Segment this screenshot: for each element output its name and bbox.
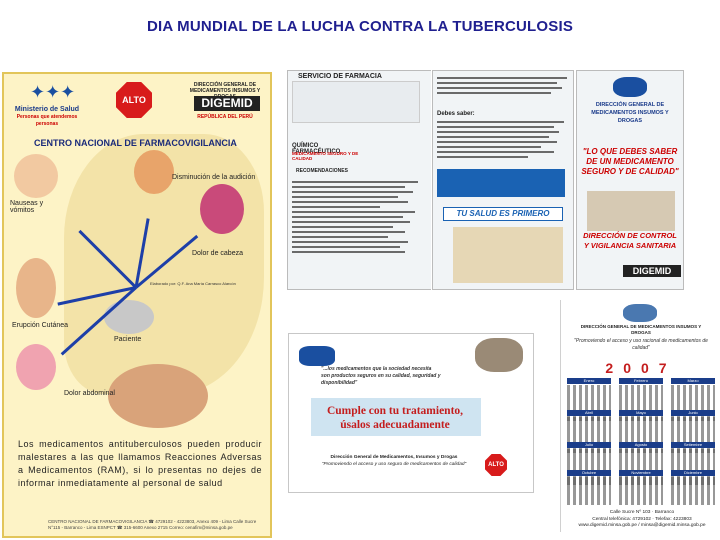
poster-fold [425,70,431,290]
label-abdominal: Dolor abdominal [64,390,115,397]
label-audicion: Disminución de la audición [172,174,256,181]
pills-hands-image [108,364,208,428]
poster1-footer: CENTRO NACIONAL DE FARMACOVIGILANCIA ☎ 4… [48,519,257,530]
medicamento-seguro-label: MEDICAMENTO SEGURO Y DE CALIDAD [292,151,359,161]
label-erupcion: Erupción Cutánea [12,322,69,329]
poster4-quote: "...los medicamentos que la sociedad nec… [321,366,441,386]
direccion-general-heading: DIRECCIÓN GENERAL DE MEDICAMENTOS INSUMO… [591,102,669,124]
calendar-motto: "Promoviendo el acceso y uso racional de… [574,338,708,351]
tu-salud-es-primero-banner: TU SALUD ES PRIMERO [443,207,563,221]
month-october: Octubre [567,470,611,506]
debes-saber-text [437,121,567,161]
paciente-figure [104,300,154,334]
mortar-pestle-image [475,338,523,372]
abdominal-figure [16,344,56,390]
ministerio-logo-icon [613,77,647,97]
medicine-boxes-image [587,191,675,231]
alto-stop-sign: ALTO [485,454,507,476]
centro-farmacovigilancia-heading: CENTRO NACIONAL DE FARMACOVIGILANCIA [34,138,237,148]
calendar-2007: DIRECCIÓN GENERAL DE MEDICAMENTOS INSUMO… [560,300,720,532]
erupcion-figure [16,258,56,318]
lo-que-debes-saber-text: "LO QUE DEBES SABER DE UN MEDICAMENTO SE… [581,147,679,176]
debes-saber-heading: Debes saber: [437,111,475,117]
direccion-general-footer: Dirección General de Medicamentos, Insum… [321,455,467,467]
medicamento-seguro-poster: DIRECCIÓN GENERAL DE MEDICAMENTOS INSUMO… [576,70,684,290]
calendar-header: DIRECCIÓN GENERAL DE MEDICAMENTOS INSUMO… [580,324,702,335]
quimico-farmaceutico-label: QUÍMICO FARMACÉUTICO [292,143,341,155]
control-vigilancia-text: DIRECCIÓN DE CONTROL Y VIGILANCIA SANITA… [583,231,677,250]
people-icon: ✦✦✦ [30,82,76,102]
pharmacy-illustration [292,81,420,123]
servicio-farmacia-center-panel: Debes saber: TU SALUD ES PRIMERO [432,70,574,290]
ram-warning-text: Los medicamentos antituberculosos pueden… [18,439,262,488]
digemid-logo: DIGEMID [623,265,681,277]
audicion-figure [134,150,174,194]
calendar-logo-icon [623,304,657,322]
label-paciente: Paciente [114,336,142,343]
month-december: Diciembre [671,470,715,506]
digemid-logo: DIRECCIÓN GENERAL DE MEDICAMENTOS INSUMO… [189,82,261,120]
alto-stop-sign: ALTO [116,82,152,118]
calendar-year: 2007 [605,360,677,376]
servicio-farmacia-poster: SERVICIO DE FARMACIA QUÍMICO FARMACÉUTIC… [287,70,427,290]
nauseas-figure [14,154,58,198]
poster2-footer: Elaborado por: Q.F. Ana María Carrasco A… [150,281,236,286]
center-text-block [437,77,567,97]
slide-title: DIA MUNDIAL DE LA LUCHA CONTRA LA TUBERC… [146,18,574,35]
cumple-band [311,398,481,436]
servicio-farmacia-header: SERVICIO DE FARMACIA [298,73,382,80]
medicines-illustration [453,227,563,283]
label-cabeza: Dolor de cabeza [192,250,243,257]
ministerio-logo-icon [299,346,335,366]
label-nauseas: Nauseas y vómitos [10,200,44,214]
month-november: Noviembre [619,470,663,506]
cumple-tratamiento-poster: "...los medicamentos que la sociedad nec… [288,333,534,493]
debes-saber-box [437,169,565,197]
cumple-tratamiento-text: Cumple con tu tratamiento, úsalos adecua… [326,405,464,431]
recomendaciones-text [292,181,418,256]
cabeza-figure [200,184,244,234]
recomendaciones-heading: RECOMENDACIONES [296,168,348,174]
